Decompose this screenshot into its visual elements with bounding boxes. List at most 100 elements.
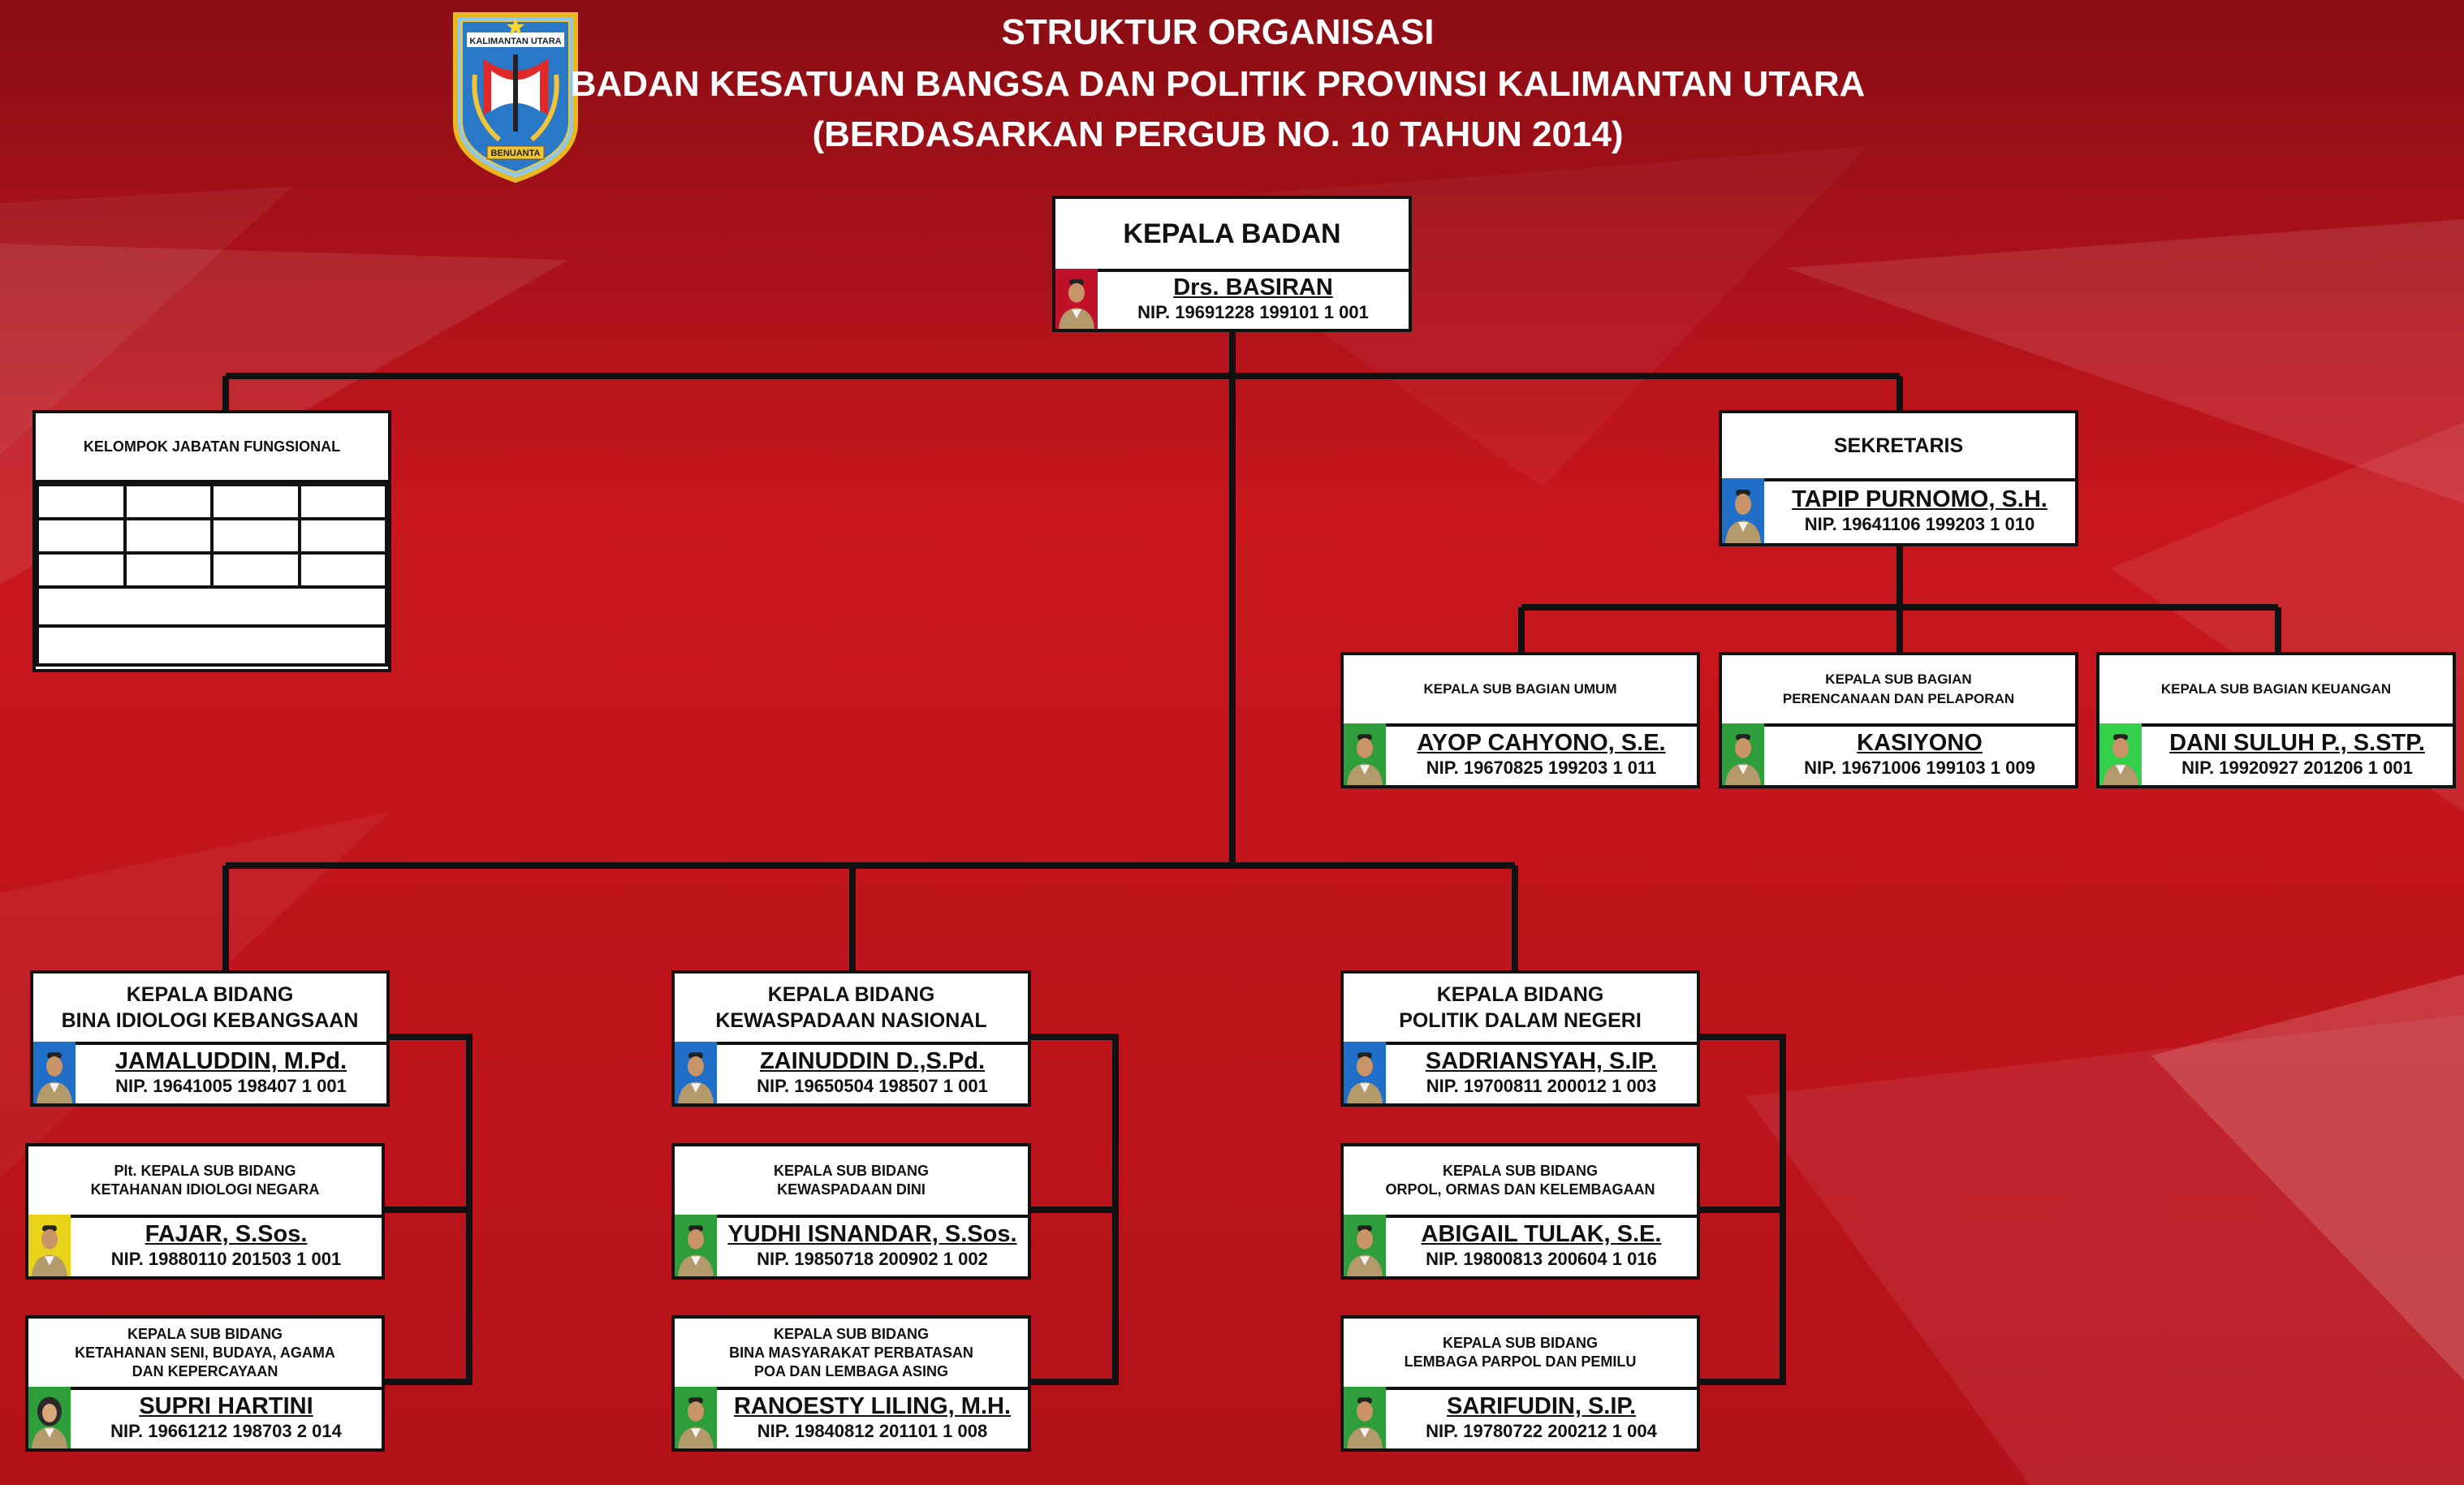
subbid-orpol-title-1: KEPALA SUB BIDANG [1442, 1163, 1598, 1179]
subbid-ketahanan-seni-photo [28, 1387, 71, 1448]
subbid-lembaga-parpol-photo [1344, 1387, 1386, 1448]
subbag-keuangan-nip: NIP. 19920927 201206 1 001 [2181, 758, 2413, 778]
subbid-bina-masyarakat-photo [675, 1387, 717, 1448]
subbid-ketahanan-seni-title-2: KETAHANAN SENI, BUDAYA, AGAMA [75, 1344, 335, 1361]
kepala-badan-box: KEPALA BADAN Drs. BASIRAN NIP. 19691228 … [1052, 196, 1412, 332]
bidang-idiologi-name: JAMALUDDIN, M.Pd. [114, 1048, 347, 1074]
subbid-ketahanan-seni-title: KEPALA SUB BIDANG KETAHANAN SENI, BUDAYA… [28, 1319, 382, 1390]
subbag-umum-name: AYOP CAHYONO, S.E. [1417, 730, 1666, 756]
subbag-umum-photo [1344, 723, 1386, 785]
bidang-politik-photo [1344, 1042, 1386, 1103]
bidang-idiologi-nip: NIP. 19641005 198407 1 001 [115, 1076, 347, 1096]
sekretaris-box: SEKRETARIS TAPIP PURNOMO, S.H. NIP. 1964… [1719, 410, 2078, 546]
subbid-kewaspadaan-dini-title-1: KEPALA SUB BIDANG [773, 1163, 929, 1179]
sekretaris-title: SEKRETARIS [1722, 413, 2075, 481]
kepala-badan-title-text: KEPALA BADAN [1123, 218, 1341, 249]
subbid-ketahanan-idiologi-name: FAJAR, S.Sos. [145, 1221, 308, 1247]
subbag-umum-nip: NIP. 19670825 199203 1 011 [1426, 758, 1657, 778]
title-line-3: (BERDASARKAN PERGUB NO. 10 TAHUN 2014) [812, 114, 1624, 154]
subbag-keuangan-box: KEPALA SUB BAGIAN KEUANGAN DANI SULUH P.… [2096, 652, 2456, 788]
sekretaris-nip: NIP. 19641106 199203 1 010 [1804, 514, 2035, 534]
subbid-orpol-nip: NIP. 19800813 200604 1 016 [1426, 1249, 1657, 1269]
subbid-kewaspadaan-dini-box: KEPALA SUB BIDANG KEWASPADAAN DINI YUDHI… [671, 1143, 1031, 1280]
person-portrait-icon [1722, 723, 1764, 785]
person-portrait-icon [28, 1387, 71, 1448]
bidang-politik-title: KEPALA BIDANG POLITIK DALAM NEGERI [1344, 973, 1697, 1045]
sekretaris-title-text: SEKRETARIS [1833, 434, 1964, 457]
person-portrait-icon [33, 1042, 76, 1103]
subbid-ketahanan-idiologi-nip: NIP. 19880110 201503 1 001 [110, 1249, 342, 1269]
bidang-politik-title-1: KEPALA BIDANG [1436, 983, 1604, 1006]
subbid-kewaspadaan-dini-title: KEPALA SUB BIDANG KEWASPADAAN DINI [675, 1146, 1028, 1218]
subbid-lembaga-parpol-title-1: KEPALA SUB BIDANG [1442, 1335, 1598, 1351]
subbid-ketahanan-seni-box: KEPALA SUB BIDANG KETAHANAN SENI, BUDAYA… [25, 1315, 385, 1452]
subbid-ketahanan-idiologi-title-1: Plt. KEPALA SUB BIDANG [114, 1163, 296, 1179]
subbid-kewaspadaan-dini-title-2: KEWASPADAAN DINI [777, 1181, 926, 1198]
bidang-kewaspadaan-nip: NIP. 19650504 198507 1 001 [757, 1076, 988, 1096]
subbid-kewaspadaan-dini-nip: NIP. 19850718 200902 1 002 [757, 1249, 988, 1269]
subbid-lembaga-parpol-name: SARIFUDIN, S.IP. [1446, 1393, 1637, 1419]
subbid-ketahanan-idiologi-photo [28, 1215, 71, 1276]
kelompok-jabatan-fungsional-title: KELOMPOK JABATAN FUNGSIONAL [36, 413, 388, 483]
subbid-bina-masyarakat-nip: NIP. 19840812 201101 1 008 [757, 1421, 988, 1441]
subbid-ketahanan-idiologi-title-2: KETAHANAN IDIOLOGI NEGARA [90, 1181, 320, 1198]
fungsional-table [36, 483, 388, 667]
subbag-umum-box: KEPALA SUB BAGIAN UMUM AYOP CAHYONO, S.E… [1340, 652, 1700, 788]
subbid-lembaga-parpol-title-2: LEMBAGA PARPOL DAN PEMILU [1404, 1353, 1637, 1370]
kepala-badan-name: Drs. BASIRAN [1173, 274, 1333, 300]
subbid-ketahanan-idiologi-box: Plt. KEPALA SUB BIDANG KETAHANAN IDIOLOG… [25, 1143, 385, 1280]
person-portrait-icon [1344, 723, 1386, 785]
bidang-kewaspadaan-name: ZAINUDDIN D.,S.Pd. [759, 1048, 986, 1074]
subbid-ketahanan-idiologi-title: Plt. KEPALA SUB BIDANG KETAHANAN IDIOLOG… [28, 1146, 382, 1218]
person-portrait-icon [675, 1215, 717, 1276]
subbag-umum-title-1: KEPALA SUB BAGIAN UMUM [1423, 681, 1617, 697]
subbag-perencanaan-nip: NIP. 19671006 199103 1 009 [1804, 758, 2035, 778]
subbag-keuangan-title: KEPALA SUB BAGIAN KEUANGAN [2099, 655, 2453, 727]
subbid-ketahanan-seni-title-1: KEPALA SUB BIDANG [127, 1325, 283, 1342]
subbid-ketahanan-seni-name: SUPRI HARTINI [139, 1393, 313, 1419]
subbid-kewaspadaan-dini-name: YUDHI ISNANDAR, S.Sos. [727, 1221, 1017, 1247]
bidang-kewaspadaan-title: KEPALA BIDANG KEWASPADAAN NASIONAL [675, 973, 1028, 1045]
subbid-lembaga-parpol-nip: NIP. 19780722 200212 1 004 [1426, 1421, 1657, 1441]
subbid-orpol-box: KEPALA SUB BIDANG ORPOL, ORMAS DAN KELEM… [1340, 1143, 1700, 1280]
person-portrait-icon [1344, 1042, 1386, 1103]
bidang-kewaspadaan-box: KEPALA BIDANG KEWASPADAAN NASIONAL ZAINU… [671, 970, 1031, 1107]
subbid-orpol-title-2: ORPOL, ORMAS DAN KELEMBAGAAN [1385, 1181, 1655, 1198]
kalimantan-utara-emblem-icon: KALIMANTAN UTARA BENUANTA [453, 12, 578, 183]
person-portrait-icon [1344, 1387, 1386, 1448]
subbid-bina-masyarakat-name: RANOESTY LILING, M.H. [733, 1393, 1012, 1419]
subbid-orpol-title: KEPALA SUB BIDANG ORPOL, ORMAS DAN KELEM… [1344, 1146, 1697, 1218]
subbag-perencanaan-title-1: KEPALA SUB BAGIAN [1825, 671, 1972, 687]
bidang-politik-box: KEPALA BIDANG POLITIK DALAM NEGERI SADRI… [1340, 970, 1700, 1107]
person-portrait-icon [1722, 478, 1764, 543]
subbid-kewaspadaan-dini-photo [675, 1215, 717, 1276]
subbid-bina-masyarakat-title: KEPALA SUB BIDANG BINA MASYARAKAT PERBAT… [675, 1319, 1028, 1390]
bidang-idiologi-title: KEPALA BIDANG BINA IDIOLOGI KEBANGSAAN [33, 973, 386, 1045]
subbag-perencanaan-title-2: PERENCANAAN DAN PELAPORAN [1782, 691, 2015, 706]
bidang-idiologi-title-1: KEPALA BIDANG [126, 983, 294, 1006]
person-portrait-icon [1055, 269, 1098, 329]
subbag-keuangan-name: DANI SULUH P., S.STP. [2169, 730, 2425, 756]
bidang-politik-title-2: POLITIK DALAM NEGERI [1399, 1009, 1642, 1032]
person-portrait-icon [2099, 723, 2142, 785]
bidang-idiologi-box: KEPALA BIDANG BINA IDIOLOGI KEBANGSAAN J… [30, 970, 390, 1107]
title-line-1: STRUKTUR ORGANISASI [1001, 12, 1435, 52]
subbag-umum-title: KEPALA SUB BAGIAN UMUM [1344, 655, 1697, 727]
bidang-kewaspadaan-title-1: KEPALA BIDANG [767, 983, 935, 1006]
svg-text:KALIMANTAN UTARA: KALIMANTAN UTARA [469, 37, 561, 46]
kepala-badan-title: KEPALA BADAN [1055, 199, 1409, 272]
subbid-bina-masyarakat-title-1: KEPALA SUB BIDANG [773, 1325, 929, 1342]
kelompok-jabatan-fungsional-box: KELOMPOK JABATAN FUNGSIONAL [32, 410, 391, 672]
kepala-badan-photo [1055, 269, 1098, 329]
subbid-bina-masyarakat-title-2: BINA MASYARAKAT PERBATASAN [729, 1344, 973, 1361]
subbid-lembaga-parpol-box: KEPALA SUB BIDANG LEMBAGA PARPOL DAN PEM… [1340, 1315, 1700, 1452]
person-portrait-icon [675, 1042, 717, 1103]
person-portrait-icon [28, 1215, 71, 1276]
person-portrait-icon [1344, 1215, 1386, 1276]
subbag-perencanaan-name: KASIYONO [1857, 730, 1983, 756]
bidang-kewaspadaan-title-2: KEWASPADAAN NASIONAL [715, 1009, 987, 1032]
title-line-2: BADAN KESATUAN BANGSA DAN POLITIK PROVIN… [570, 64, 1866, 104]
subbag-keuangan-title-1: KEPALA SUB BAGIAN KEUANGAN [2160, 681, 2392, 697]
bidang-politik-nip: NIP. 19700811 200012 1 003 [1426, 1076, 1657, 1096]
person-portrait-icon [675, 1387, 717, 1448]
